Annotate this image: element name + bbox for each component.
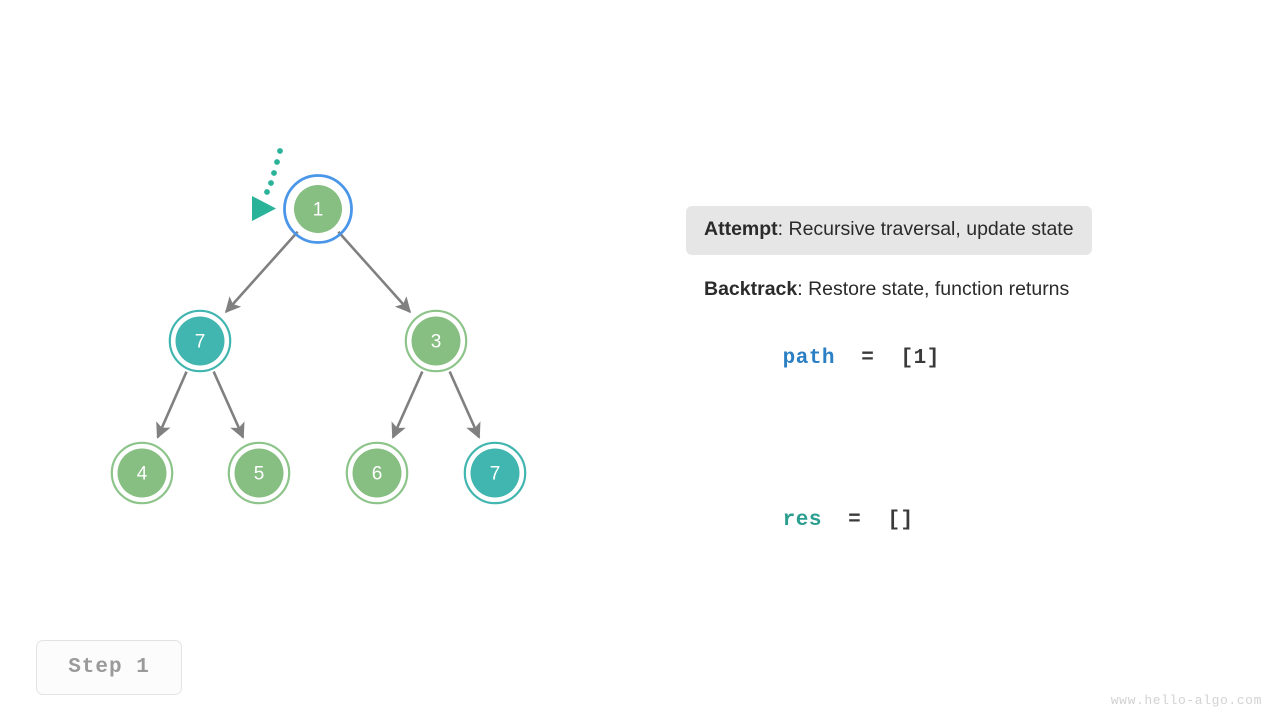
pointer-trail-dot bbox=[277, 148, 283, 154]
node-outer-ring bbox=[168, 309, 232, 373]
tree-node[interactable]: 5 bbox=[227, 441, 291, 505]
node-disc bbox=[352, 448, 402, 498]
tree-edge bbox=[448, 371, 481, 439]
tree-edges bbox=[156, 230, 481, 439]
res-variable-value: = [] bbox=[821, 509, 914, 532]
path-variable-name: path bbox=[782, 347, 836, 370]
tree-edge bbox=[391, 371, 424, 439]
pointer-trail-dot bbox=[268, 180, 274, 186]
traversal-pointer-icon bbox=[252, 148, 283, 221]
node-outer-ring bbox=[110, 441, 174, 505]
res-state-line: res = [] bbox=[686, 486, 1246, 555]
node-outer-ring bbox=[463, 441, 527, 505]
attempt-text: : Recursive traversal, update state bbox=[777, 218, 1074, 240]
tree-node[interactable]: 4 bbox=[110, 441, 174, 505]
backtrack-description: Backtrack: Restore state, function retur… bbox=[686, 277, 1246, 300]
pointer-trail-dot bbox=[264, 189, 270, 195]
step-badge-label: Step 1 bbox=[68, 656, 150, 679]
pointer-arrowhead-icon bbox=[252, 196, 276, 221]
pointer-trail-dot bbox=[271, 170, 277, 176]
tree-edge bbox=[156, 371, 188, 439]
node-disc bbox=[234, 448, 284, 498]
node-disc bbox=[411, 316, 461, 366]
node-disc bbox=[470, 448, 520, 498]
node-disc bbox=[117, 448, 167, 498]
tree-node[interactable]: 1 bbox=[283, 174, 353, 244]
node-outer-ring bbox=[227, 441, 291, 505]
node-disc bbox=[294, 185, 342, 233]
tree-edge bbox=[224, 230, 299, 314]
state-info-panel: Attempt: Recursive traversal, update sta… bbox=[686, 206, 1246, 555]
node-outer-ring bbox=[345, 441, 409, 505]
watermark-text: www.hello-algo.com bbox=[1110, 693, 1262, 708]
backtrack-label: Backtrack bbox=[704, 277, 798, 300]
attempt-label: Attempt bbox=[704, 218, 778, 240]
node-outer-ring bbox=[404, 309, 468, 373]
node-highlight-ring bbox=[283, 174, 353, 244]
tree-node[interactable]: 7 bbox=[168, 309, 232, 373]
path-variable-value: = [1] bbox=[835, 347, 940, 370]
tree-edge bbox=[337, 230, 412, 314]
backtrack-text: : Restore state, function returns bbox=[797, 277, 1070, 300]
site-watermark: www.hello-algo.com bbox=[1111, 693, 1262, 708]
path-state-line: path = [1] bbox=[686, 324, 1246, 393]
step-badge: Step 1 bbox=[36, 640, 182, 695]
pointer-trail-dot bbox=[274, 159, 280, 165]
tree-node[interactable]: 3 bbox=[404, 309, 468, 373]
tree-node[interactable]: 6 bbox=[345, 441, 409, 505]
res-variable-name: res bbox=[782, 509, 822, 532]
tree-node[interactable]: 7 bbox=[463, 441, 527, 505]
attempt-description-band: Attempt: Recursive traversal, update sta… bbox=[686, 206, 1092, 255]
node-disc bbox=[175, 316, 225, 366]
tree-edge bbox=[212, 371, 245, 439]
